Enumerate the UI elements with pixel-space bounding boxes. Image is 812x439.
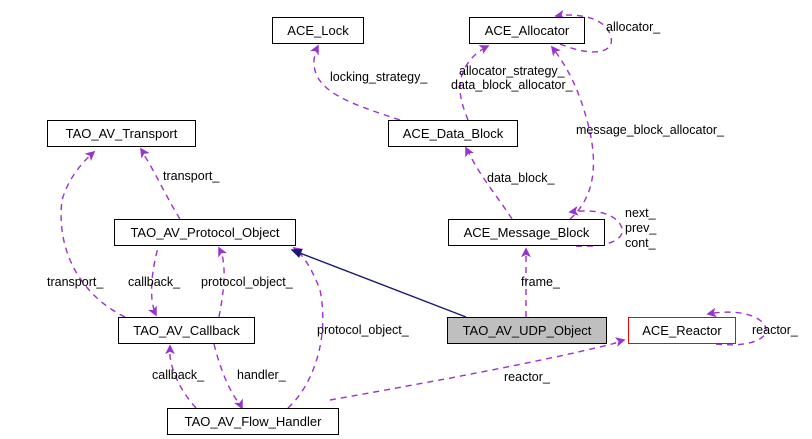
edge-label-prev: prev_ (625, 221, 657, 235)
association-edges (60, 9, 767, 410)
node-ace-message-block[interactable]: ACE_Message_Block (448, 219, 605, 246)
node-label: ACE_Message_Block (463, 225, 590, 240)
edge-callback-to-flow-handler (213, 343, 243, 410)
edge-allocator-self (554, 9, 613, 53)
edge-message-block-to-allocator (551, 45, 595, 220)
node-label: TAO_AV_Flow_Handler (184, 414, 322, 429)
node-ace-allocator[interactable]: ACE_Allocator (469, 17, 585, 44)
edge-label-callback-mid: callback_ (128, 275, 181, 289)
edge-label-data-block-allocator: data_block_allocator_ (451, 78, 573, 92)
node-label: ACE_Data_Block (402, 126, 504, 141)
edge-label-protocol-object-low: protocol_object_ (317, 323, 409, 337)
node-tao-av-flow-handler[interactable]: TAO_AV_Flow_Handler (167, 408, 339, 435)
edge-flow-handler-to-protocol-object (287, 247, 324, 409)
edge-label-data-block: data_block_ (487, 171, 555, 185)
edge-data-block-to-allocator (459, 45, 490, 121)
edge-callback-to-transport (60, 150, 126, 318)
edge-label-message-block-allocator: message_block_allocator_ (576, 123, 725, 137)
edge-flow-handler-to-callback (165, 344, 197, 409)
edge-udp-object-inherits-protocol-object (290, 248, 467, 318)
node-tao-av-protocol-object[interactable]: TAO_AV_Protocol_Object (114, 219, 296, 246)
edge-label-handler: handler_ (237, 368, 286, 382)
edge-label-transport-left: transport_ (47, 275, 104, 289)
edge-label-callback-low: callback_ (152, 368, 205, 382)
edge-label-frame: frame_ (521, 275, 560, 289)
edge-data-block-to-lock (309, 44, 401, 121)
edge-label-allocator-strategy: allocator_strategy_ (459, 64, 565, 78)
edge-label-protocol-object-mid: protocol_object_ (201, 275, 293, 289)
edge-label-transport-top: transport_ (163, 169, 220, 183)
node-label: TAO_AV_Protocol_Object (130, 225, 280, 240)
node-tao-av-transport[interactable]: TAO_AV_Transport (47, 120, 196, 147)
node-ace-lock[interactable]: ACE_Lock (272, 17, 364, 44)
edge-label-locking-strategy: locking_strategy_ (330, 70, 428, 84)
node-label: TAO_AV_Transport (65, 126, 178, 141)
node-label: TAO_AV_UDP_Object (462, 323, 592, 338)
node-tao-av-udp-object[interactable]: TAO_AV_UDP_Object (447, 317, 607, 344)
edge-label-allocator: allocator_ (606, 20, 661, 34)
edge-message-block-to-data-block (465, 146, 513, 220)
edge-callback-to-protocol-object (218, 246, 228, 318)
node-label: ACE_Reactor (642, 323, 722, 338)
node-label: TAO_AV_Callback (133, 323, 240, 338)
edge-label-cont: cont_ (625, 236, 656, 250)
inheritance-edges (290, 248, 467, 318)
edge-protocol-object-to-transport (140, 147, 181, 220)
node-tao-av-callback[interactable]: TAO_AV_Callback (118, 317, 255, 344)
node-label: ACE_Allocator (484, 23, 570, 38)
edge-label-reactor-low: reactor_ (504, 370, 550, 384)
edge-reactor-self (706, 307, 767, 346)
edge-label-reactor: reactor_ (752, 323, 798, 337)
node-ace-reactor[interactable]: ACE_Reactor (628, 317, 736, 344)
edge-flow-handler-to-reactor (329, 337, 626, 401)
node-ace-data-block[interactable]: ACE_Data_Block (388, 120, 518, 147)
edge-label-next: next_ (625, 206, 656, 220)
node-label: ACE_Lock (287, 23, 349, 38)
